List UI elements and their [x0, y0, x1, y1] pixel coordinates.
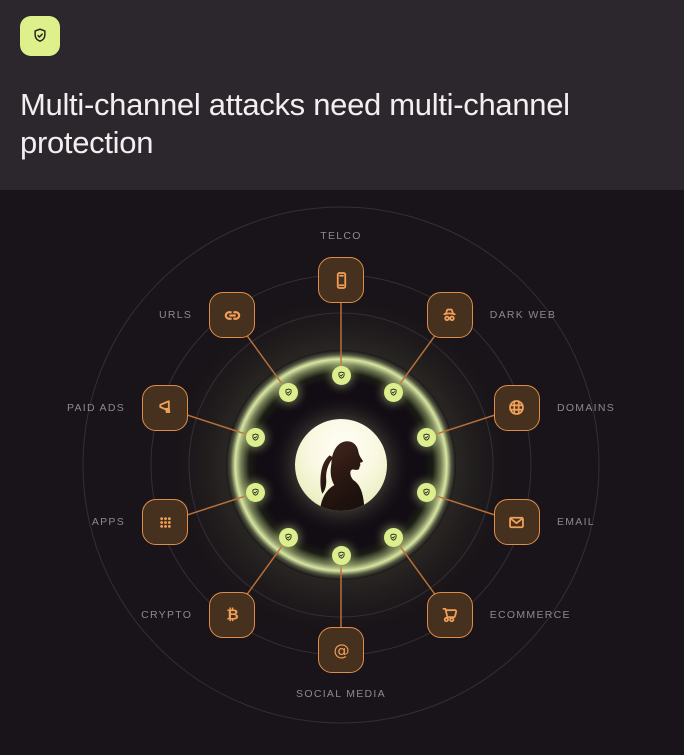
shield-check-icon [390, 388, 397, 396]
shield-badge-email [417, 483, 437, 503]
link-icon [224, 311, 240, 320]
channel-label-social-media: SOCIAL MEDIA [296, 688, 386, 700]
channel-label-dark-web: DARK WEB [489, 309, 557, 322]
page-title: Multi-channel attacks need multi-channel… [20, 87, 570, 160]
brand-badge [20, 16, 60, 56]
channel-tile-ecommerce [426, 591, 473, 638]
smartphone-icon [336, 271, 346, 289]
shield-badge-telco [331, 365, 351, 385]
grid-dots-icon [159, 516, 171, 528]
globe-icon [509, 400, 525, 416]
shield-check-icon [390, 533, 397, 541]
silhouette-head-and-shoulders [319, 441, 365, 511]
shield-badge-ecommerce [384, 528, 404, 548]
at-sign-icon: @ [333, 640, 349, 659]
channel-label-email: EMAIL [556, 516, 595, 529]
channel-tile-dark-web [426, 292, 473, 339]
megaphone-icon [158, 400, 170, 414]
header-section: Multi-channel attacks need multi-channel… [0, 0, 684, 190]
shield-badge-dark-web [384, 382, 404, 402]
channel-label-paid-ads: PAID ADS [66, 401, 126, 414]
shield-badge-urls [278, 382, 298, 402]
mail-icon [509, 516, 525, 528]
diagram-center-image [295, 419, 387, 511]
channel-label-telco: TELCO [320, 230, 362, 242]
channel-tile-apps [142, 499, 189, 546]
channel-tile-domains [493, 384, 540, 431]
incognito-icon [443, 308, 456, 321]
shield-badge-social-media [331, 545, 351, 565]
diagram-section: TELCO DARK WEB DOMAINS EMAIL ECOMMERCE @ SOCIA… [0, 190, 684, 755]
shield-badge-apps [245, 483, 265, 503]
cart-icon [442, 608, 458, 623]
svg-text:₿: ₿ [226, 606, 238, 624]
shield-check-icon [252, 433, 259, 441]
svg-text:@: @ [333, 640, 349, 659]
channel-label-domains: DOMAINS [556, 401, 616, 414]
channel-label-urls: URLS [159, 309, 193, 322]
shield-check-icon [252, 488, 259, 496]
shield-check-icon [34, 28, 46, 42]
shield-check-icon [423, 433, 430, 441]
shield-check-icon [423, 488, 430, 496]
shield-check-icon [285, 388, 292, 396]
channel-label-apps: APPS [91, 516, 126, 529]
channel-tile-email [493, 499, 540, 546]
channel-label-crypto: CRYPTO [141, 608, 193, 621]
channel-label-ecommerce: ECOMMERCE [489, 608, 571, 621]
shield-check-icon [285, 533, 292, 541]
channel-tile-social-media: @ [318, 627, 364, 673]
channel-tile-paid-ads [142, 384, 189, 431]
channel-tile-telco [318, 257, 364, 303]
shield-check-icon [337, 551, 345, 559]
bitcoin-icon: ₿ [226, 606, 238, 624]
silhouette-ponytail [320, 455, 334, 494]
shield-badge-domains [417, 427, 437, 447]
shield-badge-paid-ads [245, 427, 265, 447]
shield-check-icon [337, 371, 345, 379]
channel-tile-urls [209, 292, 256, 339]
shield-badge-crypto [278, 528, 298, 548]
channel-tile-crypto: ₿ [209, 591, 256, 638]
